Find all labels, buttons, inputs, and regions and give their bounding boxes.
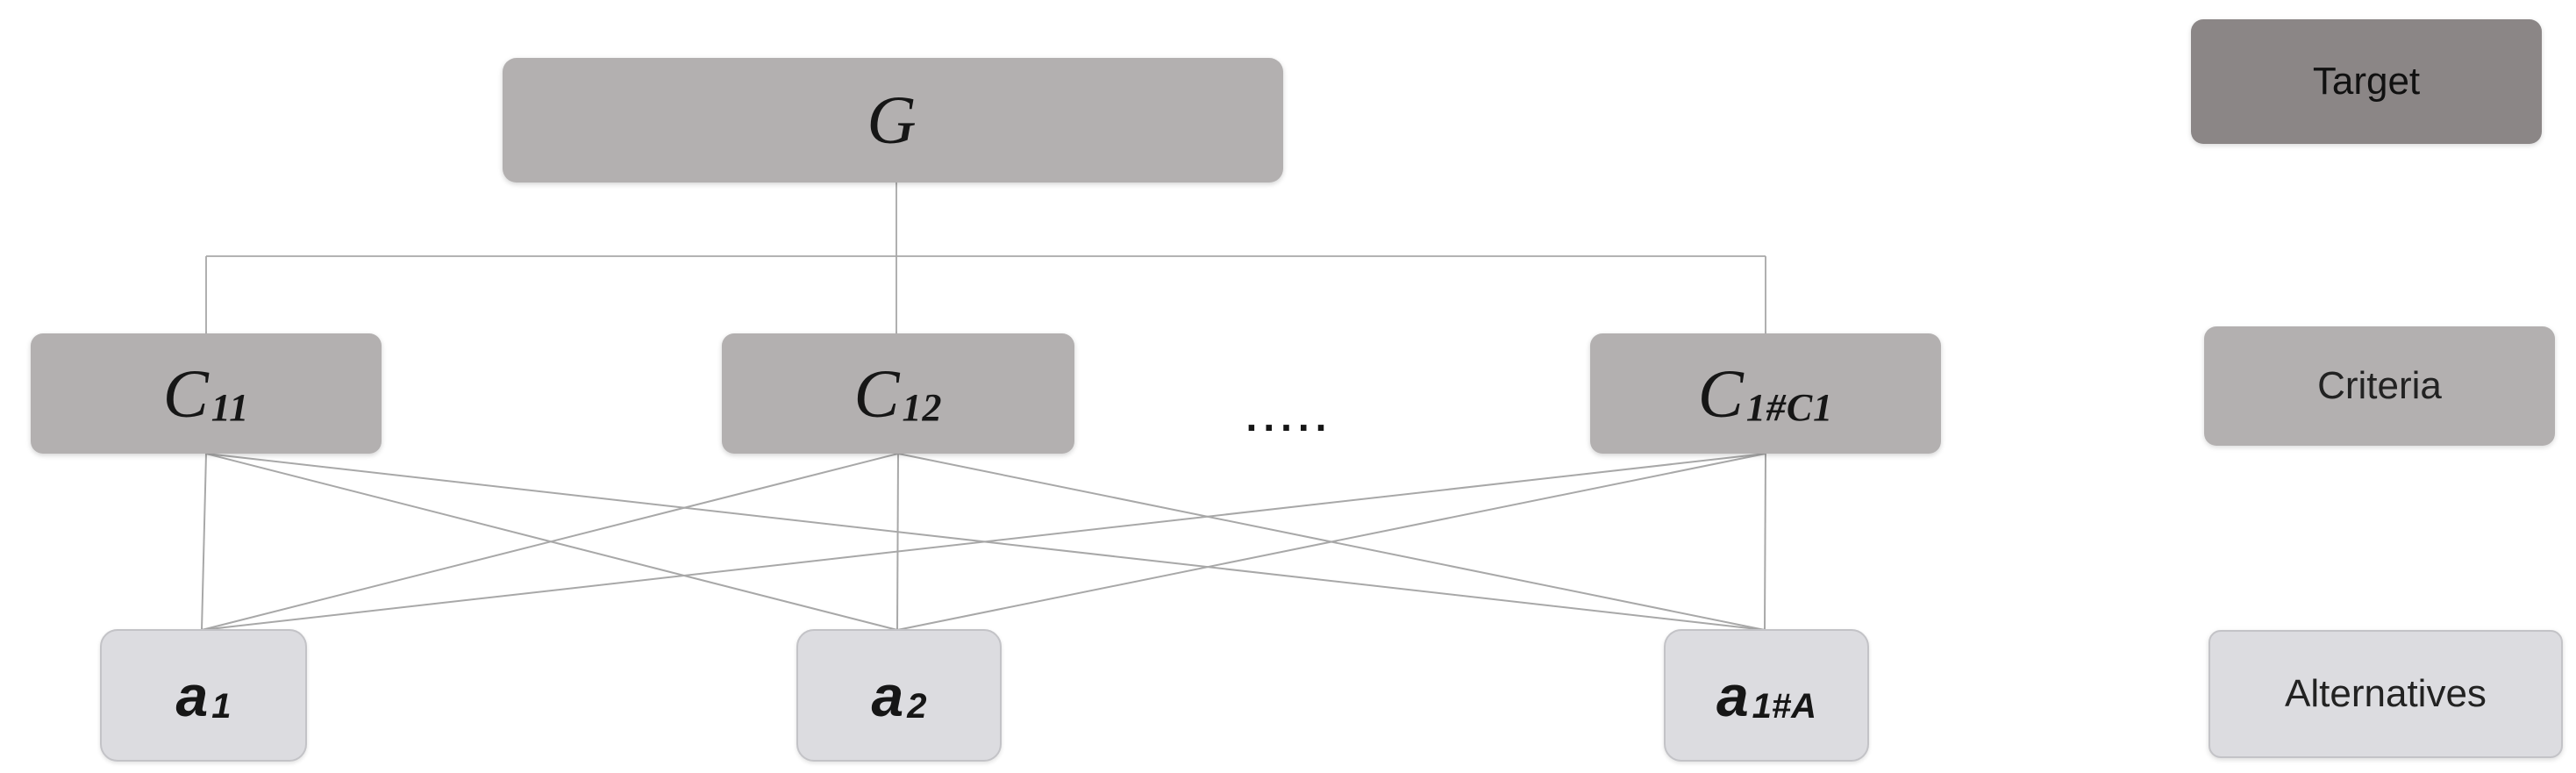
alternative-node-label: a [871,662,904,728]
criteria-node-label: C [1697,354,1744,432]
criteria-node-subscript: 1#C1 [1745,385,1834,429]
target-node-g: G [503,58,1283,183]
alternative-node-subscript: 1#A [1752,686,1817,726]
edge-c12-a1 [201,453,899,631]
edge-c11-a1 [201,453,207,631]
edge-c1n-an [1764,453,1766,631]
edge-c1n-a2 [896,453,1766,631]
criteria-node-label: C [853,354,900,432]
legend-criteria: Criteria [2204,326,2555,446]
criteria-node-subscript: 12 [902,385,943,429]
legend-alternatives: Alternatives [2209,630,2563,758]
criteria-node-label: C [162,354,209,432]
alternative-node-subscript: 1 [211,686,232,726]
alternative-node-label: a [1716,662,1749,728]
edge-c1n-a1 [201,453,1766,631]
target-node-label: G [867,82,917,158]
edge-c12-a2 [896,453,899,631]
alternative-node-subscript: 2 [907,686,927,726]
criteria-node-subscript: 11 [211,385,250,429]
legend-target: Target [2191,19,2542,144]
criteria-ellipsis: ..... [1245,394,1333,440]
alternative-node-label: a [175,662,209,728]
